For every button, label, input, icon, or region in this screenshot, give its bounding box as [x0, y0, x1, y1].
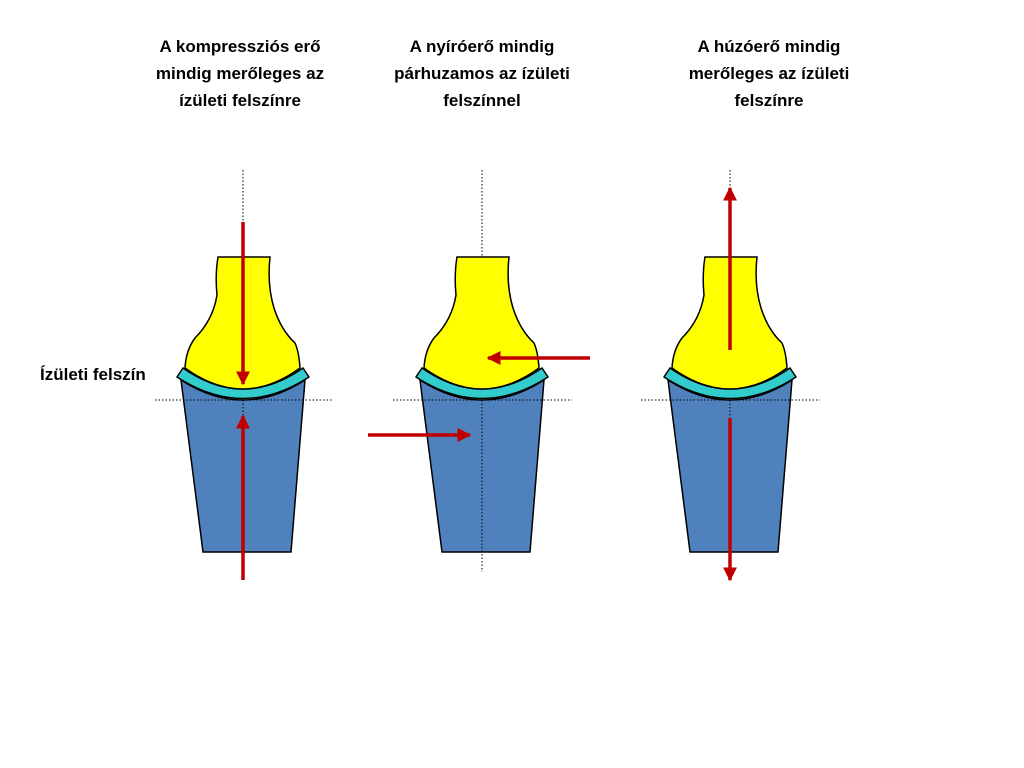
tension-caption: A húzóerő mindig merőleges az ízületi fe… — [659, 33, 879, 114]
tension-panel — [641, 170, 820, 582]
caption-line: párhuzamos az ízületi — [394, 64, 570, 83]
compression-caption: A kompressziós erő mindig merőleges az í… — [130, 33, 350, 114]
shear-panel — [368, 170, 590, 572]
caption-line: felszínre — [734, 91, 804, 110]
caption-line: mindig merőleges az — [155, 64, 325, 83]
caption-line: A nyíróerő mindig — [409, 37, 555, 56]
caption-line: merőleges az ízületi — [688, 64, 850, 83]
caption-line: A kompressziós erő — [159, 37, 321, 56]
caption-line: felszínnel — [443, 91, 521, 110]
joint-surface-label: Ízületi felszín — [40, 365, 146, 384]
shear-caption: A nyíróerő mindig párhuzamos az ízületi … — [372, 33, 592, 114]
caption-line: ízületi felszínre — [179, 91, 301, 110]
compression-panel — [155, 170, 332, 580]
caption-line: A húzóerő mindig — [697, 37, 841, 56]
